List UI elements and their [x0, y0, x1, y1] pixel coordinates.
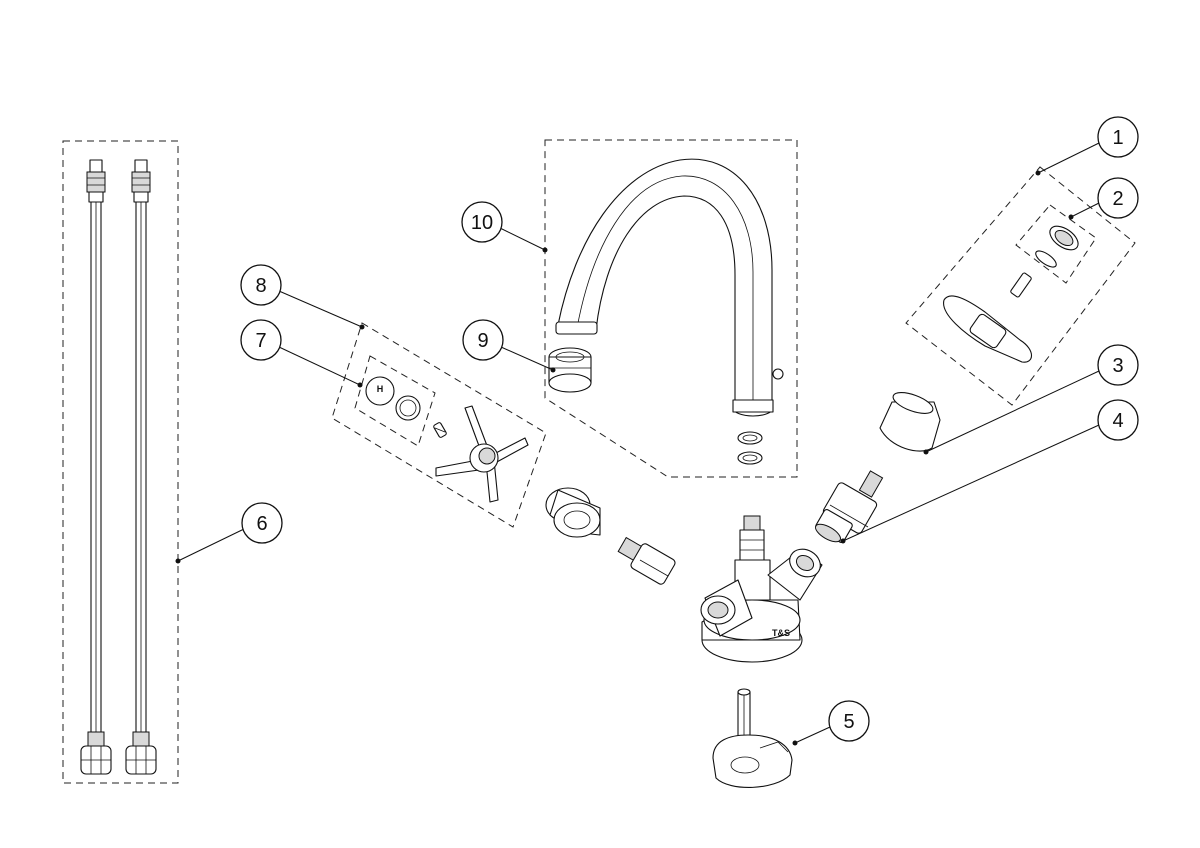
handle-group-right	[905, 166, 1136, 406]
svg-text:2: 2	[1112, 188, 1123, 210]
callout-6: 6	[241, 502, 283, 544]
callout-7: 7	[240, 319, 282, 361]
index-button-hot: H	[365, 376, 395, 406]
cartridge-part-4	[815, 470, 884, 543]
o-ring-lower	[737, 451, 763, 465]
svg-text:7: 7	[255, 330, 266, 352]
svg-text:1: 1	[1112, 127, 1123, 149]
group-6-boundary	[62, 140, 179, 784]
bonnet-insert	[1049, 225, 1079, 251]
svg-text:4: 4	[1112, 410, 1123, 432]
svg-text:9: 9	[477, 330, 488, 352]
handle-screw-right	[1010, 272, 1032, 298]
callout-8: 8	[240, 264, 282, 306]
cartridge-center	[617, 536, 676, 585]
callout-3: 3	[1097, 344, 1139, 386]
callout-2: 2	[1097, 177, 1139, 219]
supply-hose-right	[125, 159, 157, 775]
set-screw	[772, 368, 784, 380]
body-logo: T&S	[772, 628, 790, 638]
svg-text:3: 3	[1112, 355, 1123, 377]
callout-1: 1	[1097, 116, 1139, 158]
gooseneck-spout	[557, 158, 773, 403]
callout-10: 10	[461, 201, 503, 243]
callout-9: 9	[462, 319, 504, 361]
supply-hose-left	[80, 159, 112, 775]
group-8-boundary	[331, 322, 547, 528]
o-ring-upper	[737, 431, 763, 445]
svg-text:6: 6	[256, 513, 267, 535]
group-10-boundary	[544, 139, 798, 478]
group-2-boundary	[1015, 204, 1097, 284]
four-arm-handle	[435, 405, 529, 503]
leader-lines	[175, 142, 1100, 746]
spout-nut	[548, 347, 592, 393]
index-letter: H	[377, 384, 384, 394]
group-1-boundary	[905, 166, 1136, 406]
svg-text:10: 10	[471, 212, 493, 234]
handle-group-left: H	[331, 322, 547, 528]
svg-text:8: 8	[255, 275, 266, 297]
supply-hoses-group	[62, 140, 179, 784]
faucet-body: T&S	[700, 515, 823, 663]
mounting-kit	[712, 688, 793, 788]
spout-group	[544, 139, 798, 478]
index-ring	[395, 395, 421, 421]
flange-part-3	[879, 392, 941, 452]
lever-handle	[943, 295, 1033, 363]
bonnet-center	[545, 487, 601, 538]
handle-screw	[433, 422, 447, 438]
svg-text:5: 5	[843, 711, 854, 733]
callout-5: 5	[828, 700, 870, 742]
callout-4: 4	[1097, 399, 1139, 441]
washer-right	[1035, 250, 1057, 268]
group-7-boundary	[354, 355, 436, 447]
